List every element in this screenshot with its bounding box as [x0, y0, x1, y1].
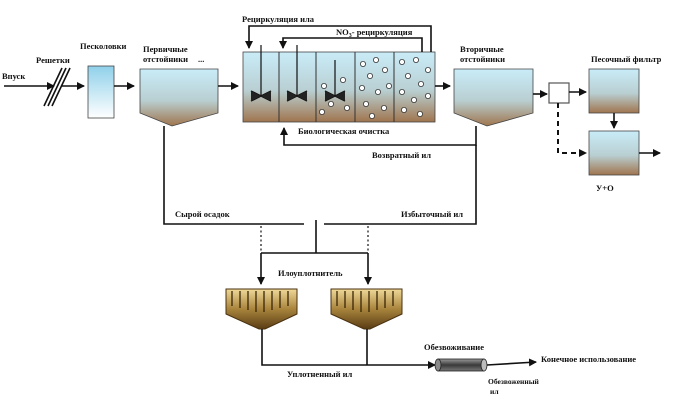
return-sludge-line	[280, 126, 477, 146]
junction-box	[548, 82, 570, 104]
secondary-label-2: отстойники	[460, 54, 505, 64]
raw-sludge-line	[163, 126, 304, 225]
no3-label: NO3- рециркуляция	[336, 27, 413, 39]
recirc-sludge-loop	[245, 25, 432, 52]
basin-dividers	[278, 52, 395, 122]
grit-label: Песколовки	[80, 41, 126, 51]
uv-label: У+О	[596, 183, 614, 193]
bypass-dashed-line	[557, 103, 587, 157]
raw-sludge-label: Сырой осадок	[175, 209, 230, 219]
uv-ozone-unit	[588, 130, 640, 176]
return-sludge-label: Возвратный ил	[372, 150, 431, 160]
mixer-icon	[286, 45, 308, 102]
secondary-clarifier	[453, 68, 534, 127]
no3-recirc-loop	[279, 37, 423, 52]
bio-label: Биологическая очистка	[298, 126, 390, 136]
dewatering-unit	[434, 358, 488, 372]
sandfilter-label: Песочный фильтр	[591, 54, 662, 64]
grit-chamber	[87, 65, 115, 119]
mixer-icon	[250, 45, 272, 102]
primary-clarifier	[139, 68, 219, 127]
excess-sludge-label: Избыточный ил	[401, 209, 463, 219]
primary-label-1: Первичные	[143, 44, 188, 54]
to-final-use-arrow	[486, 358, 537, 367]
recirc-sludge-label: Рециркуляция ила	[242, 14, 315, 24]
thickener-label: Илоуплотнитель	[278, 268, 343, 278]
thickened-label: Уплотненный ил	[287, 369, 353, 379]
primary-label-ellipsis: ...	[198, 54, 204, 64]
thickener-1	[225, 288, 298, 330]
bar-screen-icon	[43, 67, 71, 107]
secondary-label-1: Вторичные	[460, 44, 504, 54]
mixer-icon	[324, 60, 346, 102]
thickener-2	[330, 288, 403, 330]
dewatered-label-1: Обезвоженный	[488, 377, 540, 386]
primary-label-2: отстойники	[143, 54, 188, 64]
dewatering-label: Обезвоживание	[424, 342, 484, 352]
dewatered-label-2: ил	[490, 387, 499, 396]
aeration-bubbles	[318, 57, 431, 120]
excess-sludge-line	[324, 145, 477, 225]
thickened-sludge-line	[261, 329, 436, 369]
final-use-label: Конечное использование	[541, 354, 636, 364]
inlet-label: Впуск	[2, 71, 25, 81]
sand-filter	[588, 68, 640, 114]
screens-label: Решетки	[36, 55, 70, 65]
